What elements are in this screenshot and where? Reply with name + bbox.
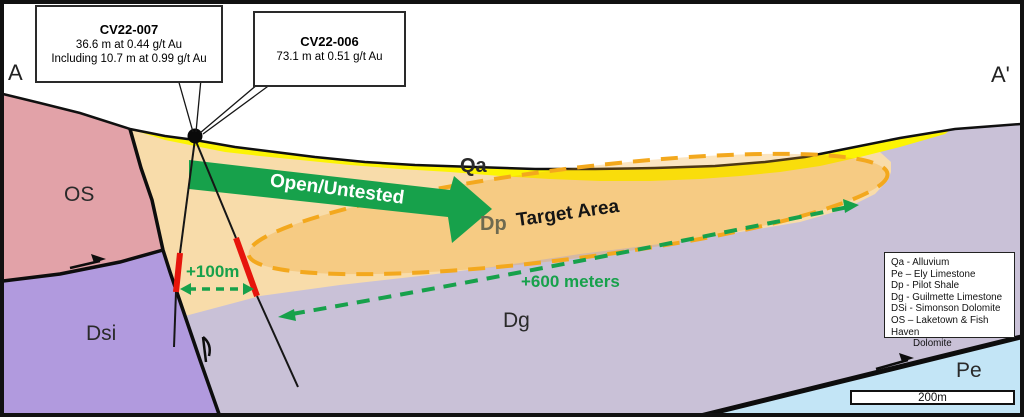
region-qa-alluvium (130, 129, 950, 181)
unit-label-pe: Pe (956, 359, 982, 382)
fault-line-main (128, 128, 221, 415)
scale-bar-label: 200m (918, 391, 947, 404)
drill-collar-dot (187, 128, 203, 144)
offset-100m-label: +100m (186, 262, 240, 281)
arrow-600m-line (291, 205, 849, 316)
target-area-ellipse (246, 151, 890, 277)
surface-line (2, 92, 1022, 171)
unit-label-qa: Qa (460, 155, 487, 177)
legend-item-dsi: DSi - Simonson Dolomite (891, 303, 1001, 315)
drillhole-cv22-006-tail (256, 295, 299, 388)
fault-halfarrow-pe-icon (875, 353, 914, 371)
unit-label-dsi: Dsi (86, 322, 117, 345)
legend-item-pe: Pe – Ely Limestone (891, 268, 976, 280)
unit-label-os: OS (64, 183, 95, 206)
arrow-600m-head-right (843, 199, 859, 213)
section-marker-a: A (8, 60, 23, 85)
callout-cv22-007-including-text: Including 10.7 m at 0.99 g/t Au (51, 53, 207, 66)
offset-600m-label: +600 meters (521, 272, 620, 291)
legend-box: Qa - Alluvium Pe – Ely Limestone Dp - Pi… (884, 252, 1015, 349)
fault-halfarrow-os-dsi-icon (69, 254, 106, 270)
legend-item-dp: Dp - Pilot Shale (891, 280, 960, 292)
legend-item-os: OS – Laketown & Fish Haven (891, 314, 989, 338)
callout-cv22-006-intercept-text: 73.1 m at 0.51 g/t Au (276, 50, 383, 63)
callout-cv22-007-title: CV22-007 (99, 21, 159, 37)
callout-connector-lines (177, 78, 272, 135)
legend-item-qa: Qa - Alluvium (891, 257, 950, 268)
drillhole-cv22-007-trace (179, 138, 196, 254)
fault-halfarrow-main-icon (201, 336, 211, 363)
arrow-600m-head-left (278, 309, 296, 321)
region-os-laketown-dolomite (3, 94, 163, 281)
unit-label-dp: Dp (480, 213, 507, 235)
drillhole-cv22-006-intercept (233, 236, 260, 298)
scale-bar: 200m (850, 390, 1015, 405)
drillhole-cv22-007-intercept (173, 252, 183, 293)
arrow-100m-head-left (180, 283, 191, 295)
drillhole-cv22-006-trace (194, 138, 237, 239)
callout-cv22-007-intercept-text: 36.6 m at 0.44 g/t Au (75, 38, 183, 51)
open-untested-arrow (189, 160, 492, 243)
legend-item-dg: Dg - Guilmette Limestone (891, 291, 1003, 303)
legend-item-os-continued: Dolomite (913, 338, 952, 350)
fault-line-os-dsi (2, 248, 164, 283)
callout-cv22-006-title: CV22-006 (300, 33, 359, 49)
section-marker-a-prime: A' (991, 62, 1010, 87)
drillhole-cv22-007-tail (173, 291, 177, 348)
region-dsi-simonson-dolomite (3, 250, 219, 414)
fault-line-pe (687, 334, 1022, 417)
arrow-100m-head-right (243, 283, 254, 295)
unit-label-dg: Dg (503, 309, 530, 332)
callout-cv22-007: CV22-007 36.6 m at 0.44 g/t Au Including… (35, 5, 223, 83)
callout-cv22-006: CV22-006 73.1 m at 0.51 g/t Au (253, 11, 406, 87)
